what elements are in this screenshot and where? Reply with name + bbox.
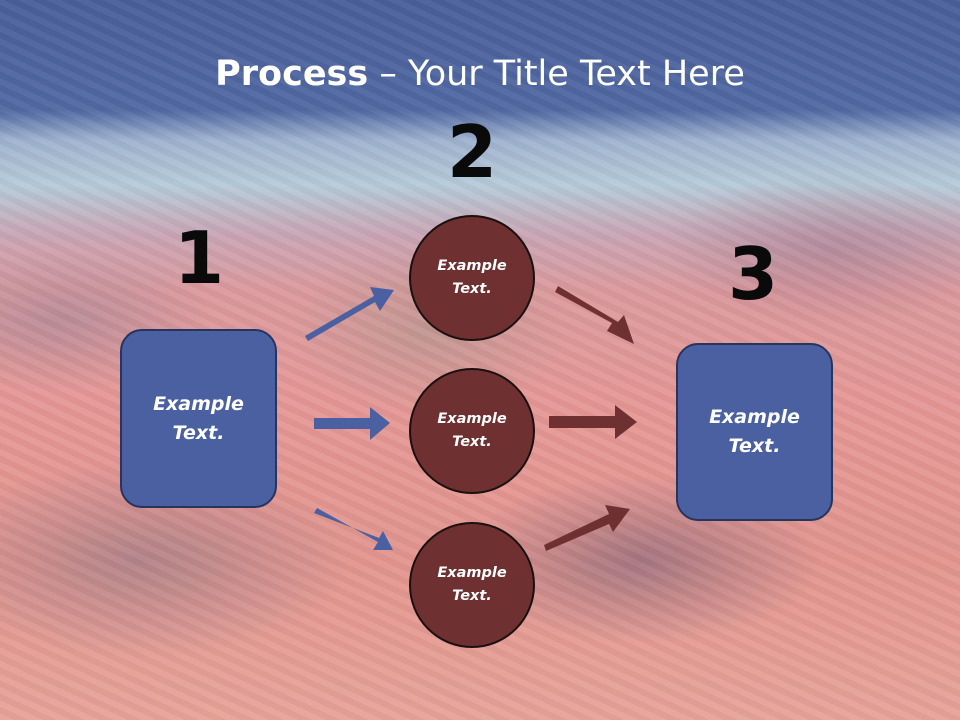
- arrow-red-down-right: [555, 286, 634, 344]
- circle-top-text: Example Text.: [437, 258, 507, 297]
- arrow-blue-right: [314, 407, 390, 440]
- circle-bottom-text: Example Text.: [437, 565, 507, 604]
- step-number-1: 1: [173, 216, 225, 300]
- red-arrows: [544, 286, 637, 551]
- arrow-blue-down-right: [314, 508, 393, 550]
- right-box[interactable]: Example Text.: [676, 343, 833, 521]
- left-box[interactable]: Example Text.: [120, 329, 277, 508]
- arrow-red-right: [549, 405, 637, 439]
- circle-middle-text: Example Text.: [437, 411, 507, 450]
- page-title: Process – Your Title Text Here: [0, 52, 960, 96]
- circle-bottom[interactable]: Example Text.: [409, 522, 535, 648]
- right-box-text: Example Text.: [709, 406, 800, 457]
- step-number-2: 2: [446, 110, 498, 194]
- step-number-3: 3: [727, 232, 779, 316]
- arrow-blue-up-right: [305, 287, 394, 341]
- blue-arrows: [305, 287, 394, 550]
- title-bold: Process: [215, 54, 369, 94]
- arrow-red-up-right: [544, 505, 630, 551]
- circle-top[interactable]: Example Text.: [409, 215, 535, 341]
- title-rest: – Your Title Text Here: [368, 54, 745, 94]
- left-box-text: Example Text.: [153, 392, 244, 444]
- circle-middle[interactable]: Example Text.: [409, 368, 535, 494]
